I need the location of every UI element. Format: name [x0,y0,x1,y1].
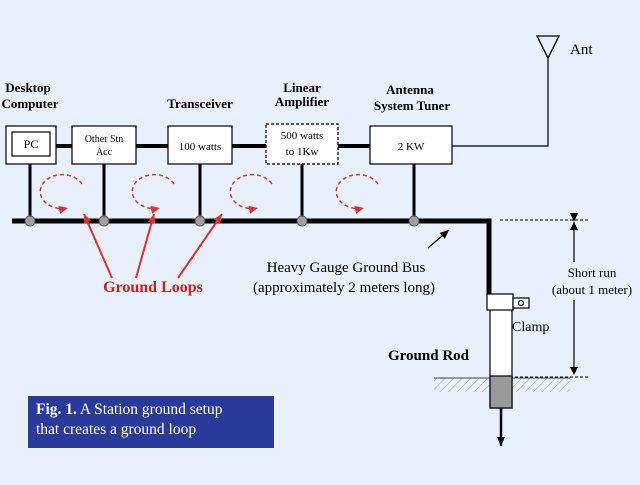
amplifier-box-label: 500 watts [281,130,323,142]
amplifier-label-2: Amplifier [275,94,329,109]
caption-fig: Fig. 1. [36,401,77,418]
bus-label-2: (approximately 2 meters long) [253,280,435,296]
ground-rod [489,307,513,446]
pc-device: PC [5,125,57,165]
other-acc-device: Other Stn Acc [71,125,137,165]
transceiver-device: 100 watts [167,125,233,165]
pc-label: Desktop [5,80,51,95]
tuner-label-2: System Tuner [374,98,450,113]
ground-bus [12,218,492,298]
short-run-label-2: (about 1 meter) [552,282,632,297]
figure-caption: Fig. 1. A Station ground setup that crea… [28,396,274,448]
short-run-label: Short run [568,265,617,280]
caption-line1: A Station ground setup [76,401,223,418]
transceiver-label: Transceiver [167,96,233,111]
tuner-label: Antenna [386,82,434,97]
other-box-label-2: Acc [96,147,113,158]
amplifier-device: 500 watts to 1Kw [265,123,339,165]
amplifier-label: Linear [283,80,321,95]
bus-pointer [427,229,450,249]
amplifier-box-label-2: to 1Kw [286,146,319,158]
pc-label-2: Computer [1,96,58,111]
tuner-box-label: 2 KW [398,141,425,153]
transceiver-box-label: 100 watts [179,141,221,153]
clamp [486,293,530,311]
ground-straps [28,164,416,220]
clamp-label: Clamp [512,320,549,335]
ground-loop-pointers [83,213,223,279]
tuner-device: 2 KW [369,125,453,165]
pc-box-label: PC [24,137,39,151]
ground-loop-arrows [39,173,379,214]
antenna-feedline [452,58,549,147]
bus-nodes [24,215,420,227]
bus-label: Heavy Gauge Ground Bus [267,260,426,276]
antenna-label: Ant [570,42,593,58]
ground-rod-label: Ground Rod [388,348,470,364]
caption-line2: that creates a ground loop [36,421,197,438]
ground-loops-label: Ground Loops [103,279,203,296]
short-run-dimension [500,213,590,378]
other-box-label: Other Stn [85,134,124,145]
antenna-symbol [535,35,561,60]
